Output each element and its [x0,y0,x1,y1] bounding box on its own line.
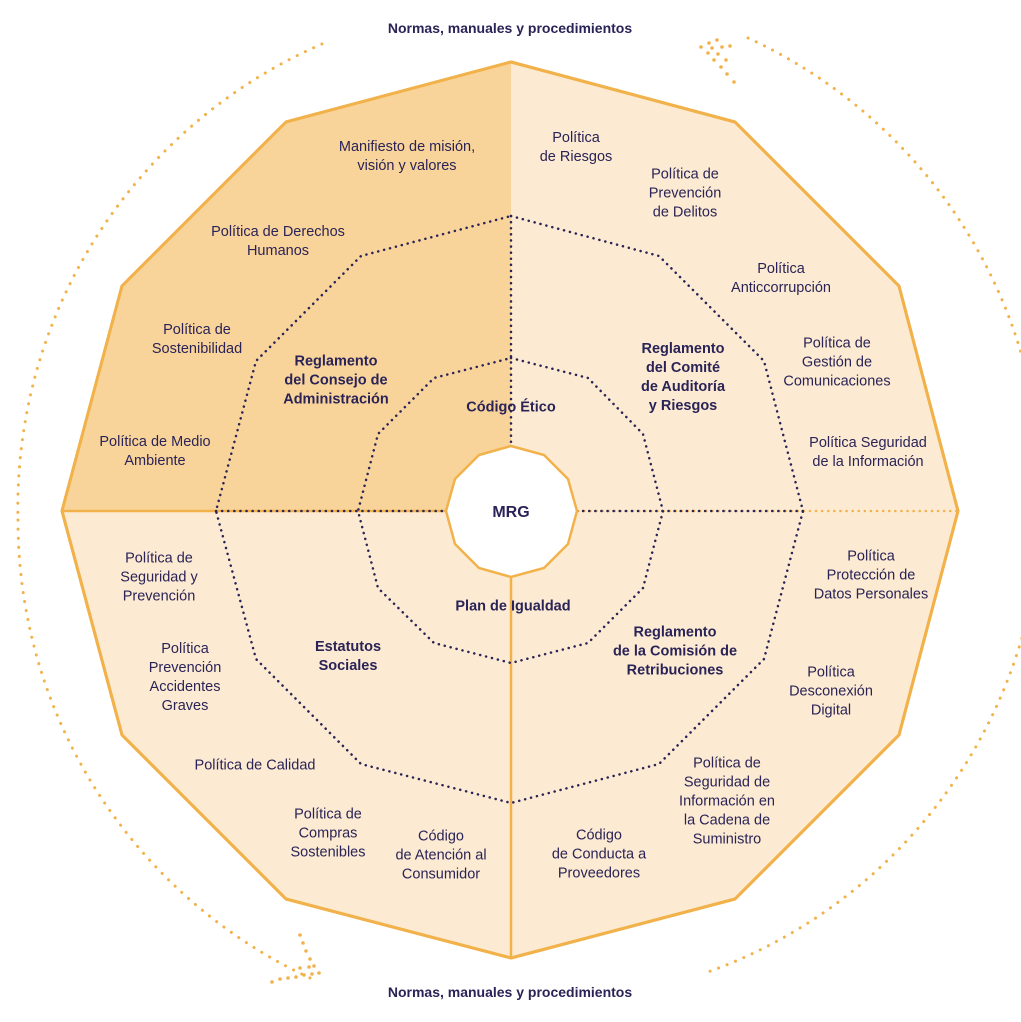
label-reglamento-auditoria: Reglamento del Comité de Auditoría y Rie… [640,341,726,414]
label-sostenibilidad: Política de Sostenibilidad [151,322,243,357]
label-desconexion-digital: Política Desconexión Digital [789,664,873,719]
label-atencion-consumidor: Código de Atención al Consumidor [395,828,487,883]
label-seguridad-informacion: Política Seguridad de la Información [809,435,927,470]
label-conducta-proveedores: Código de Conducta a Proveedores [551,827,647,882]
label-derechos-humanos: Política de Derechos Humanos [211,224,345,259]
center-label: MRG [492,504,530,521]
arrowhead-top-right [699,38,736,84]
label-accidentes-graves: Política Prevención Accidentes Graves [148,641,222,714]
top-left-quadrant-highlight [62,62,511,511]
arc-top-left [16,42,324,522]
label-plan-igualdad: Plan de Igualdad [455,598,571,615]
label-prevencion-delitos: Política de Prevención de Delitos [648,166,722,221]
label-calidad: Política de Calidad [194,757,316,774]
label-reglamento-consejo: Reglamento del Consejo de Administración [283,353,389,408]
label-estatutos: Estatutos Sociales [314,639,382,674]
center-dodecagon [444,444,579,579]
top-caption: Normas, manuales y procedimientos [387,20,633,36]
label-comunicaciones: Política de Gestión de Comunicaciones [783,335,891,390]
label-medio-ambiente: Política de Medio Ambiente [99,434,211,469]
label-anticorrupcion: Política Anticcorrupción [731,261,831,296]
label-cadena-suministro: Política de Seguridad de Información en … [679,755,775,848]
label-riesgos: Política de Riesgos [539,130,613,165]
bottom-caption: Normas, manuales y procedimientos [387,984,633,1000]
label-proteccion-datos: Política Protección de Datos Personales [813,548,929,603]
label-reglamento-retribuciones: Reglamento de la Comisión de Retribucion… [612,624,738,679]
label-manifiesto: Manifiesto de misión, visión y valores [338,139,476,174]
arrowhead-bottom-left [270,933,321,984]
inner-dotted-ring [356,356,665,665]
label-codigo-etico: Código Ético [466,399,556,416]
arc-bottom-left [16,518,312,980]
label-seguridad-prevencion: Política de Seguridad y Prevención [120,550,198,605]
label-compras-sostenibles: Política de Compras Sostenibles [290,806,366,861]
